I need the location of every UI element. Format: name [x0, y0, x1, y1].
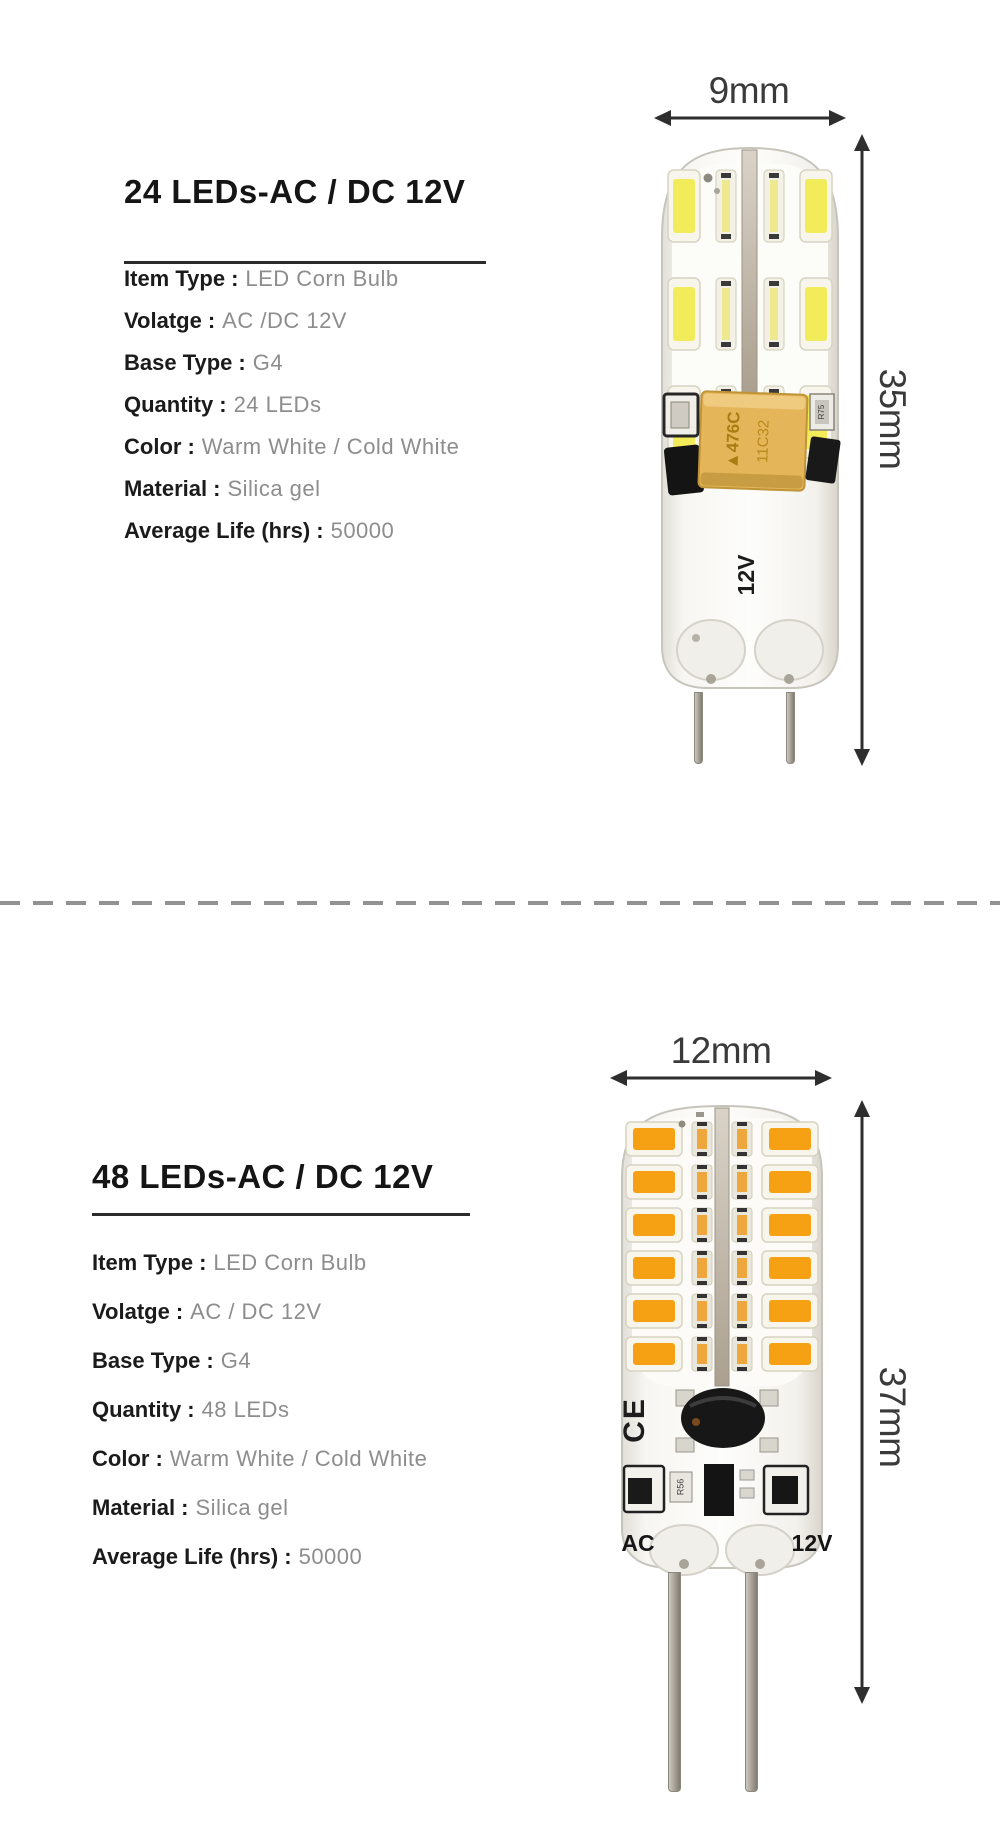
spec-value: Warm White / Cold White	[169, 1446, 428, 1471]
resistor-marking: R56	[675, 1479, 685, 1496]
ac-marking: AC	[621, 1530, 654, 1556]
spec-separator: :	[316, 518, 324, 543]
spec-separator: :	[238, 350, 246, 375]
width-dimension-label: 9mm	[708, 70, 790, 111]
spec-row: Item Type:LED Corn Bulb	[92, 1251, 427, 1274]
base-lens-bumps	[649, 1524, 795, 1576]
dome-screw	[678, 1120, 686, 1128]
bulb-pin	[668, 1572, 681, 1792]
spec-label: Volatge	[124, 308, 202, 333]
spec-label: Color	[92, 1446, 150, 1471]
spec-value: LED Corn Bulb	[213, 1250, 367, 1275]
spec-label: Material	[124, 476, 208, 501]
spec-row: Material:Silica gel	[92, 1496, 427, 1519]
voltage-marking: 12V	[792, 1530, 832, 1556]
spec-row: Quantity:48 LEDs	[92, 1398, 427, 1421]
spec-value: 48 LEDs	[201, 1397, 290, 1422]
spec-label: Quantity	[92, 1397, 182, 1422]
dome-screw	[714, 188, 720, 194]
spec-label: Item Type	[124, 266, 226, 291]
spec-row: Quantity:24 LEDs	[124, 393, 459, 416]
spec-label: Color	[124, 434, 182, 459]
spec-value: 24 LEDs	[233, 392, 322, 417]
spec-label: Material	[92, 1495, 176, 1520]
width-dimension-label: 12mm	[670, 1030, 772, 1071]
driver-components-left	[662, 392, 705, 496]
spec-row: Base Type:G4	[92, 1349, 427, 1372]
width-arrow-icon	[654, 110, 846, 126]
pcb-strip	[741, 149, 758, 394]
spec-row: Material:Silica gel	[124, 477, 459, 500]
spec-row: Base Type:G4	[124, 351, 459, 374]
capacitor-marking: ▲476C	[722, 411, 743, 469]
pcb-strip	[714, 1107, 730, 1387]
spec-label: Base Type	[92, 1348, 201, 1373]
spec-value: Warm White / Cold White	[201, 434, 460, 459]
product-title: 24 LEDs-AC / DC 12V	[124, 173, 466, 210]
spec-row: Average Life (hrs):50000	[124, 519, 459, 542]
spec-row: Item Type:LED Corn Bulb	[124, 267, 459, 290]
spec-separator: :	[187, 1397, 195, 1422]
spec-separator: :	[187, 434, 195, 459]
spec-value: Silica gel	[195, 1495, 289, 1520]
driver-components: R56	[622, 1464, 810, 1516]
height-arrow-icon	[854, 1100, 870, 1704]
spec-separator: :	[231, 266, 239, 291]
spec-value: 50000	[330, 518, 395, 543]
bulb-photo-24led: ▲476C 11C32 R75 12V	[661, 146, 841, 689]
spec-value: 50000	[298, 1544, 363, 1569]
spec-row: Average Life (hrs):50000	[92, 1545, 427, 1568]
spec-value: AC /DC 12V	[222, 308, 347, 333]
spec-value: Silica gel	[227, 476, 321, 501]
spec-list: Item Type:LED Corn Bulb Volatge:AC / DC …	[92, 1251, 427, 1594]
bulb-pin	[694, 692, 703, 764]
spec-value: AC / DC 12V	[190, 1299, 322, 1324]
product-title: 48 LEDs-AC / DC 12V	[92, 1158, 434, 1195]
resistor-marking: R75	[817, 404, 826, 419]
spec-value: LED Corn Bulb	[245, 266, 399, 291]
width-arrow-icon	[610, 1070, 832, 1086]
ce-marking: CE	[618, 1397, 651, 1443]
spec-separator: :	[155, 1446, 163, 1471]
spec-separator: :	[219, 392, 227, 417]
title-underline	[124, 261, 486, 264]
spec-separator: :	[199, 1250, 207, 1275]
base-lens-bumps	[676, 619, 824, 684]
inductor	[675, 1388, 779, 1453]
spec-label: Quantity	[124, 392, 214, 417]
bulb-pin	[745, 1572, 758, 1792]
spec-separator: :	[213, 476, 221, 501]
spec-list: Item Type:LED Corn Bulb Volatge:AC /DC 1…	[124, 267, 459, 561]
spec-separator: :	[284, 1544, 292, 1569]
driver-components-right: R75	[805, 393, 841, 484]
bulb-photo-48led: CE R56	[618, 1104, 832, 1576]
height-dimension-label: 35mm	[872, 368, 913, 470]
spec-row: Color:Warm White / Cold White	[92, 1447, 427, 1470]
spec-separator: :	[181, 1495, 189, 1520]
dashed-divider	[0, 901, 1000, 905]
spec-label: Average Life (hrs)	[124, 518, 311, 543]
height-dimension-label: 37mm	[872, 1366, 913, 1468]
spec-row: Volatge:AC / DC 12V	[92, 1300, 427, 1323]
spec-label: Volatge	[92, 1299, 170, 1324]
voltage-marking: 12V	[733, 554, 759, 596]
spec-separator: :	[175, 1299, 184, 1324]
height-arrow-icon	[854, 134, 870, 766]
bulb-pin	[786, 692, 795, 764]
spec-row: Volatge:AC /DC 12V	[124, 309, 459, 332]
spec-separator: :	[207, 308, 216, 333]
spec-label: Item Type	[92, 1250, 194, 1275]
spec-row: Color:Warm White / Cold White	[124, 435, 459, 458]
capacitor: ▲476C 11C32	[697, 390, 809, 492]
title-underline	[92, 1213, 470, 1216]
spec-label: Average Life (hrs)	[92, 1544, 279, 1569]
spec-value: G4	[220, 1348, 252, 1373]
spec-label: Base Type	[124, 350, 233, 375]
dome-screw	[703, 173, 713, 183]
spec-value: G4	[252, 350, 284, 375]
spec-separator: :	[206, 1348, 214, 1373]
dome-mark	[696, 1112, 704, 1117]
capacitor-marking: 11C32	[754, 420, 772, 464]
